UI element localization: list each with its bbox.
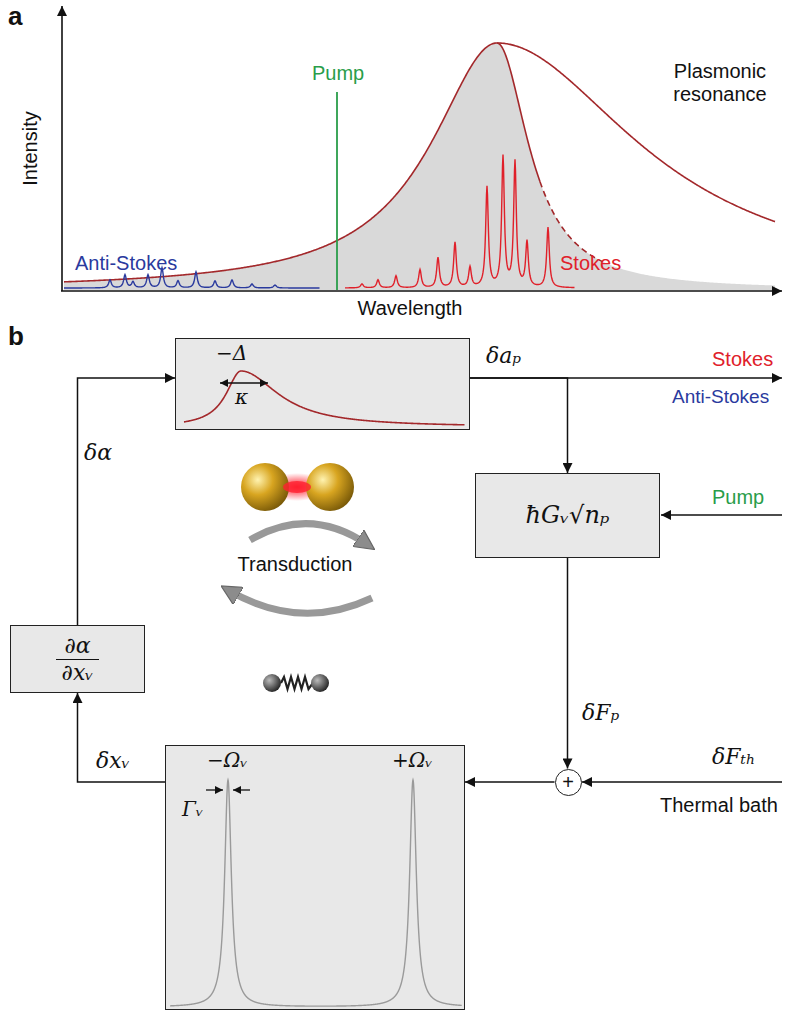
molecular-spring xyxy=(281,677,313,689)
node-text: −Δ xyxy=(216,342,247,365)
signal-name: δxᵥ xyxy=(96,748,130,773)
axis-title: Wavelength xyxy=(350,297,470,320)
node-text: ∂xᵥ xyxy=(62,660,94,685)
signal-arrow xyxy=(465,781,555,783)
stokes-label: Stokes xyxy=(560,252,621,275)
signal-name: δaₚ xyxy=(486,343,521,368)
atom xyxy=(311,674,329,692)
panel-letter: b xyxy=(8,322,24,352)
axis-title: Intensity xyxy=(19,99,42,199)
mechanical-lineshape xyxy=(166,746,466,1011)
gold-particle xyxy=(306,463,354,511)
anti-stokes-label: Anti-Stokes xyxy=(75,252,177,275)
cycle-arrow xyxy=(228,590,372,613)
summing-junction: + xyxy=(555,769,582,796)
node-text: κ xyxy=(235,386,248,409)
optical-cavity-box: −Δ κ xyxy=(175,338,470,430)
transduction-label: Transduction xyxy=(235,553,355,576)
node-text: −Ωᵥ xyxy=(207,749,248,772)
cycle-arrow xyxy=(250,524,368,545)
signal-arrow xyxy=(567,558,569,769)
derivative-box: ∂α∂xᵥ xyxy=(10,625,145,693)
signal-arrow xyxy=(78,378,176,625)
anti-stokes-output: Anti-Stokes xyxy=(672,386,769,408)
gold-particle xyxy=(241,463,289,511)
atom xyxy=(263,674,281,692)
pump-line xyxy=(336,92,338,290)
thermal-wire xyxy=(582,781,782,783)
resonance-curve xyxy=(64,43,775,282)
signal-name: δα xyxy=(84,440,112,465)
node-text: Γᵥ xyxy=(182,798,203,821)
panel-letter: a xyxy=(8,2,22,32)
signal-arrow xyxy=(470,378,568,473)
signal-name: δFₚ xyxy=(582,700,619,725)
hotspot-core xyxy=(283,481,311,493)
node-text: + xyxy=(562,772,574,792)
thermal-label: Thermal bath xyxy=(660,794,778,817)
signal-arrow xyxy=(78,693,166,782)
y-axis xyxy=(61,6,63,291)
signal-name: δFₜₕ xyxy=(712,744,755,769)
x-axis xyxy=(61,290,782,292)
node-text: ∂α xyxy=(56,633,98,660)
node-text: +Ωᵥ xyxy=(392,749,433,772)
stokes-spectrum xyxy=(345,154,575,287)
stokes-output: Stokes xyxy=(712,348,773,371)
resonance-label: Plasmonic resonance xyxy=(660,60,780,106)
coupling-box: ħGᵥ√nₚ xyxy=(475,473,660,558)
pump-input: Pump xyxy=(712,486,764,509)
node-text: ħGᵥ√nₚ xyxy=(526,502,610,530)
resonance-fill xyxy=(64,43,775,290)
mechanical-resonator-box: −Ωᵥ +ΩᵥΓᵥ xyxy=(165,745,465,1010)
pump-label: Pump xyxy=(312,62,362,85)
pump-wire xyxy=(661,514,782,516)
